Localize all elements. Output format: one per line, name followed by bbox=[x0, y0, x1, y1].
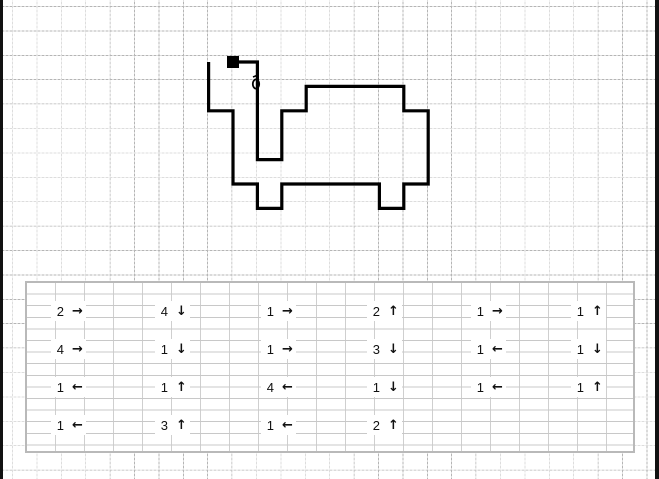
step-count: 3 bbox=[158, 418, 168, 433]
step-count: 1 bbox=[264, 342, 274, 357]
outline-path bbox=[209, 62, 429, 208]
step-count: 3 bbox=[370, 342, 380, 357]
instruction-cell: 2↑ bbox=[367, 415, 402, 435]
instruction-cell: 1← bbox=[261, 415, 296, 435]
arrow-down-icon: ↓ bbox=[176, 304, 187, 319]
step-count: 1 bbox=[158, 342, 168, 357]
instruction-cell: 1← bbox=[471, 377, 506, 397]
arrow-left-icon: ← bbox=[492, 342, 503, 357]
instruction-table: 2→4↓1→2↑1→1↑4→1↓1→3↓1←1↓1←1↑4←1↓1←1↑1←3↑… bbox=[25, 281, 635, 453]
step-count: 1 bbox=[474, 380, 484, 395]
arrow-right-icon: → bbox=[72, 342, 83, 357]
arrow-right-icon: → bbox=[282, 304, 293, 319]
step-count: 1 bbox=[474, 342, 484, 357]
step-count: 2 bbox=[370, 304, 380, 319]
arrow-down-icon: ↓ bbox=[592, 342, 603, 357]
step-count: 1 bbox=[54, 418, 64, 433]
step-count: 1 bbox=[574, 304, 584, 319]
instruction-cell: 1↑ bbox=[571, 377, 606, 397]
arrow-up-icon: ↑ bbox=[592, 380, 603, 395]
instruction-cell: 2↑ bbox=[367, 301, 402, 321]
instruction-cell: 1↓ bbox=[155, 339, 190, 359]
arrow-up-icon: ↑ bbox=[176, 418, 187, 433]
instruction-cell: 1↑ bbox=[571, 301, 606, 321]
arrow-up-icon: ↑ bbox=[592, 304, 603, 319]
arrow-down-icon: ↓ bbox=[388, 380, 399, 395]
instruction-cell: 3↑ bbox=[155, 415, 190, 435]
step-count: 2 bbox=[370, 418, 380, 433]
arrow-down-icon: ↓ bbox=[176, 342, 187, 357]
arrow-up-icon: ↑ bbox=[176, 380, 187, 395]
step-count: 1 bbox=[264, 418, 274, 433]
start-marker bbox=[227, 56, 239, 68]
instruction-cell: 4← bbox=[261, 377, 296, 397]
arrow-left-icon: ← bbox=[72, 418, 83, 433]
arrow-left-icon: ← bbox=[282, 418, 293, 433]
step-count: 1 bbox=[54, 380, 64, 395]
instruction-cell: 1← bbox=[471, 339, 506, 359]
instruction-cell: 1→ bbox=[261, 339, 296, 359]
instruction-cell: 3↓ bbox=[367, 339, 402, 359]
instruction-cell: 1→ bbox=[261, 301, 296, 321]
arrow-up-icon: ↑ bbox=[388, 304, 399, 319]
arrow-right-icon: → bbox=[282, 342, 293, 357]
instruction-cell: 1→ bbox=[471, 301, 506, 321]
arrow-left-icon: ← bbox=[282, 380, 293, 395]
instruction-cell: 1↓ bbox=[571, 339, 606, 359]
animal-outline bbox=[209, 62, 429, 208]
step-count: 1 bbox=[264, 304, 274, 319]
instruction-cell: 1← bbox=[51, 377, 86, 397]
step-count: 4 bbox=[158, 304, 168, 319]
instruction-cell: 4→ bbox=[51, 339, 86, 359]
arrow-left-icon: ← bbox=[72, 380, 83, 395]
step-count: 1 bbox=[474, 304, 484, 319]
arrow-right-icon: → bbox=[492, 304, 503, 319]
instruction-cell: 1← bbox=[51, 415, 86, 435]
step-count: 2 bbox=[54, 304, 64, 319]
arrow-up-icon: ↑ bbox=[388, 418, 399, 433]
instruction-cell: 2→ bbox=[51, 301, 86, 321]
arrow-right-icon: → bbox=[72, 304, 83, 319]
arrow-down-icon: ↓ bbox=[388, 342, 399, 357]
step-count: 4 bbox=[264, 380, 274, 395]
instruction-cell: 4↓ bbox=[155, 301, 190, 321]
step-count: 1 bbox=[370, 380, 380, 395]
instruction-cell: 1↑ bbox=[155, 377, 190, 397]
step-count: 4 bbox=[54, 342, 64, 357]
instruction-cell: 1↓ bbox=[367, 377, 402, 397]
step-count: 1 bbox=[574, 342, 584, 357]
arrow-left-icon: ← bbox=[492, 380, 503, 395]
step-count: 1 bbox=[574, 380, 584, 395]
step-count: 1 bbox=[158, 380, 168, 395]
